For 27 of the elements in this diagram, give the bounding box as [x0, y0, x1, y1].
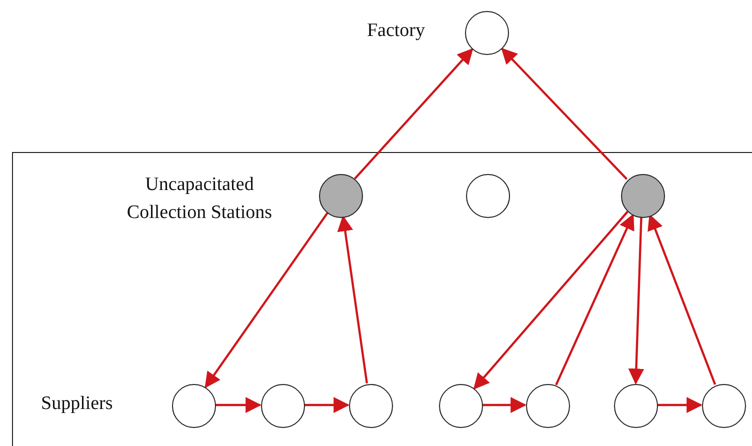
arrow — [215, 397, 262, 413]
region-box — [12, 152, 752, 446]
node-circle — [465, 11, 509, 55]
arrow — [473, 210, 628, 390]
arrow — [628, 216, 644, 385]
arrow — [555, 214, 634, 386]
arrow — [501, 48, 628, 180]
node-circle — [614, 384, 658, 428]
node-circle — [261, 384, 305, 428]
node-circle — [526, 384, 570, 428]
arrow — [204, 212, 328, 388]
node-circle — [621, 174, 665, 218]
arrow — [354, 48, 474, 180]
row-label: Suppliers — [41, 393, 113, 415]
arrow — [304, 397, 350, 413]
node-caption: Factory — [366, 20, 425, 42]
node-circle — [702, 384, 746, 428]
node-circle — [439, 384, 483, 428]
node-circle — [319, 174, 363, 218]
node-circle — [349, 384, 393, 428]
arrow — [337, 215, 368, 384]
arrow — [648, 214, 716, 385]
arrow — [482, 397, 527, 413]
group-label: Uncapacitated Collection Stations — [126, 173, 274, 225]
node-circle — [466, 174, 510, 218]
arrow — [657, 397, 703, 413]
node-circle — [172, 384, 216, 428]
